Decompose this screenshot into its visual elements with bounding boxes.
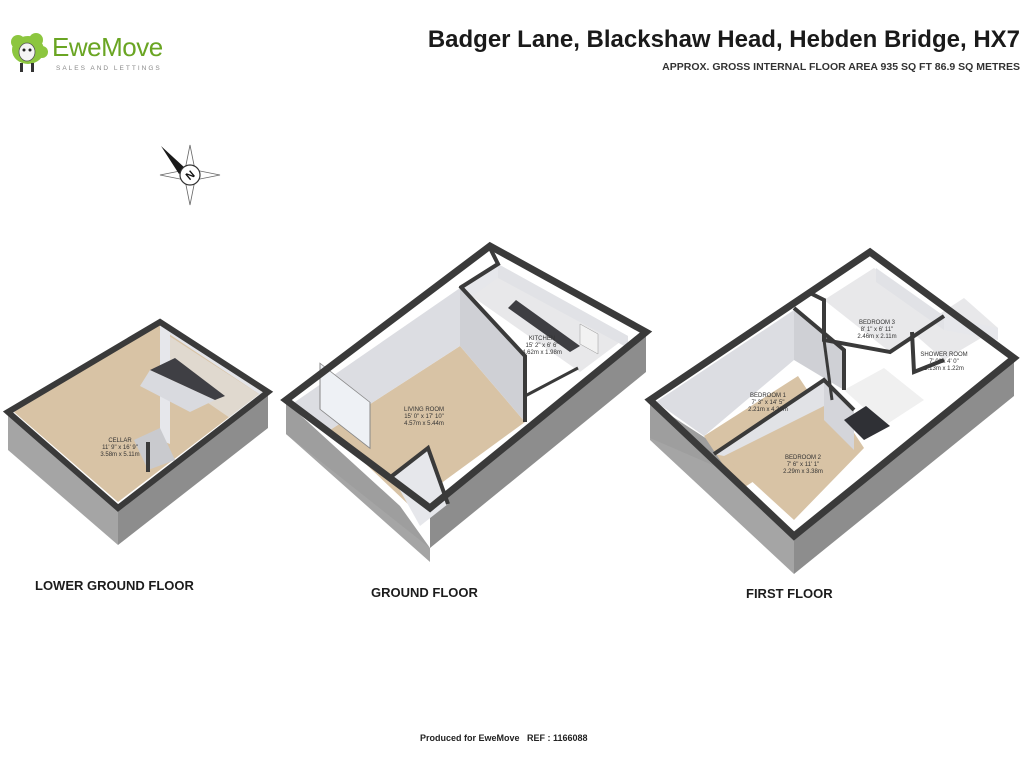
room-name: SHOWER ROOM: [920, 352, 968, 358]
room-name: KITCHEN: [528, 336, 556, 342]
room-name: CELLAR: [108, 438, 132, 444]
room-metric: 2.13m x 1.22m: [924, 366, 964, 372]
room-metric: 3.58m x 5.11m: [100, 452, 140, 458]
first-floor-plan: [644, 247, 1020, 574]
compass-rose-icon: N: [159, 144, 221, 206]
room-imperial: 15' 0" x 17' 10": [404, 414, 444, 420]
room-imperial: 7' 0" x 4' 0": [929, 359, 959, 365]
brand-name: EweMove: [52, 32, 163, 62]
room-imperial: 7' 3" x 14' 5": [751, 400, 785, 406]
floor-label-lower-ground: LOWER GROUND FLOOR: [35, 578, 194, 593]
footer-reference: Produced for EweMove REF : 1166088: [420, 733, 588, 743]
room-kitchen: KITCHEN 15' 2" x 6' 6" 4.62m x 1.98m: [522, 336, 562, 357]
room-imperial: 8' 1" x 6' 11": [860, 327, 894, 333]
room-name: LIVING ROOM: [403, 407, 445, 413]
page-title: Badger Lane, Blackshaw Head, Hebden Brid…: [427, 26, 1020, 53]
room-living-room: LIVING ROOM 15' 0" x 17' 10" 4.57m x 5.4…: [404, 407, 444, 428]
floor-area-subtitle: APPROX. GROSS INTERNAL FLOOR AREA 935 SQ…: [662, 61, 1020, 73]
room-imperial: 7' 6" x 11' 1": [786, 462, 820, 468]
lower-ground-floor-plan: [2, 318, 274, 545]
room-imperial: 11' 9" x 16' 9": [102, 445, 138, 451]
room-name: BEDROOM 1: [749, 393, 786, 399]
room-bedroom-2: BEDROOM 2 7' 6" x 11' 1" 2.29m x 3.38m: [783, 455, 823, 476]
room-metric: 4.62m x 1.98m: [522, 350, 562, 356]
room-metric: 2.46m x 2.11m: [857, 334, 897, 340]
ewemove-logo: [6, 28, 166, 78]
room-shower-room: SHOWER ROOM 7' 0" x 4' 0" 2.13m x 1.22m: [920, 352, 967, 373]
floor-label-ground: GROUND FLOOR: [371, 585, 478, 600]
brand-tagline: SALES AND LETTINGS: [56, 65, 162, 72]
room-metric: 4.57m x 5.44m: [404, 421, 444, 427]
room-bedroom-1: BEDROOM 1 7' 3" x 14' 5" 2.21m x 4.39m: [748, 393, 788, 414]
room-metric: 2.29m x 3.38m: [783, 469, 823, 475]
room-imperial: 15' 2" x 6' 6": [525, 343, 559, 349]
floor-label-first: FIRST FLOOR: [746, 586, 833, 601]
room-name: BEDROOM 2: [784, 455, 821, 461]
room-metric: 2.21m x 4.39m: [748, 407, 788, 413]
room-cellar: CELLAR 11' 9" x 16' 9" 3.58m x 5.11m: [100, 438, 139, 459]
room-name: BEDROOM 3: [858, 320, 895, 326]
room-bedroom-3: BEDROOM 3 8' 1" x 6' 11" 2.46m x 2.11m: [857, 320, 896, 341]
sheep-mascot-icon: [11, 33, 48, 72]
ground-floor-plan: [280, 241, 653, 562]
